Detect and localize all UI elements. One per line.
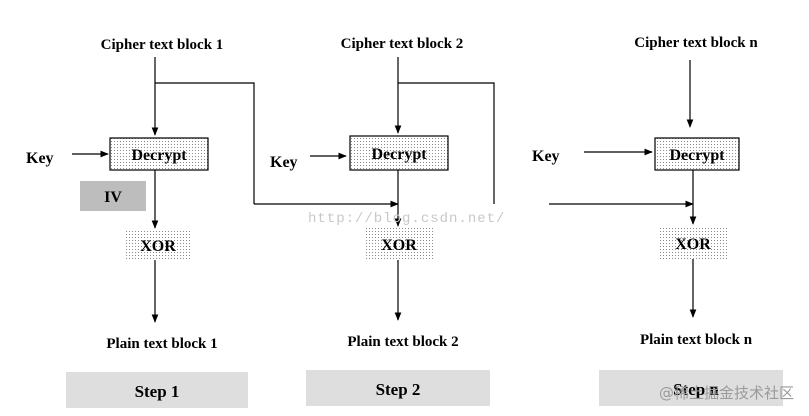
cipher-text-block-1-label: Cipher text block 1 <box>101 37 224 53</box>
decrypt-1-label: Decrypt <box>131 147 187 164</box>
decrypt-1-box <box>109 137 209 171</box>
decrypt-2-box <box>349 135 449 171</box>
xor-n-label: XOR <box>675 236 711 253</box>
iv-box <box>80 181 146 211</box>
xor-2-label: XOR <box>381 237 417 254</box>
xor-1-label: XOR <box>140 238 176 255</box>
xor-2-box <box>364 228 434 260</box>
plain-text-block-2-label: Plain text block 2 <box>347 334 458 350</box>
step-n-bar <box>599 370 783 406</box>
watermark-text: http://blog.csdn.net/ <box>308 211 505 227</box>
column-2: Cipher text block 2 Key Decrypt XOR Plai… <box>270 36 495 406</box>
decrypt-n-label: Decrypt <box>669 147 725 164</box>
cipher-text-block-2-label: Cipher text block 2 <box>341 36 464 52</box>
step-1-label: Step 1 <box>135 382 180 401</box>
plain-text-block-n-label: Plain text block n <box>640 332 753 348</box>
column-n: Cipher text block n Key Decrypt XOR Plai… <box>532 35 783 406</box>
key-2-label: Key <box>270 154 298 171</box>
step-2-label: Step 2 <box>376 380 421 399</box>
key-n-label: Key <box>532 148 560 165</box>
decrypt-2-label: Decrypt <box>371 146 427 163</box>
step-1-bar <box>66 372 248 408</box>
key-1-label: Key <box>26 150 54 167</box>
plain-text-block-1-label: Plain text block 1 <box>106 336 217 352</box>
credit-text: @稀土掘金技术社区 <box>659 384 794 402</box>
cipher-text-block-n-label: Cipher text block n <box>634 35 758 51</box>
decrypt-n-box <box>654 137 740 171</box>
xor-1-box <box>124 230 192 260</box>
iv-label: IV <box>104 189 122 206</box>
step-2-bar <box>306 370 490 406</box>
xor-n-box <box>658 227 728 259</box>
cipher-2-feedforward-line <box>398 82 495 204</box>
step-n-label: Step n <box>673 380 719 399</box>
cipher-1-feedforward-line <box>155 82 255 204</box>
column-1: Cipher text block 1 Key Decrypt IV XOR P… <box>26 37 255 408</box>
